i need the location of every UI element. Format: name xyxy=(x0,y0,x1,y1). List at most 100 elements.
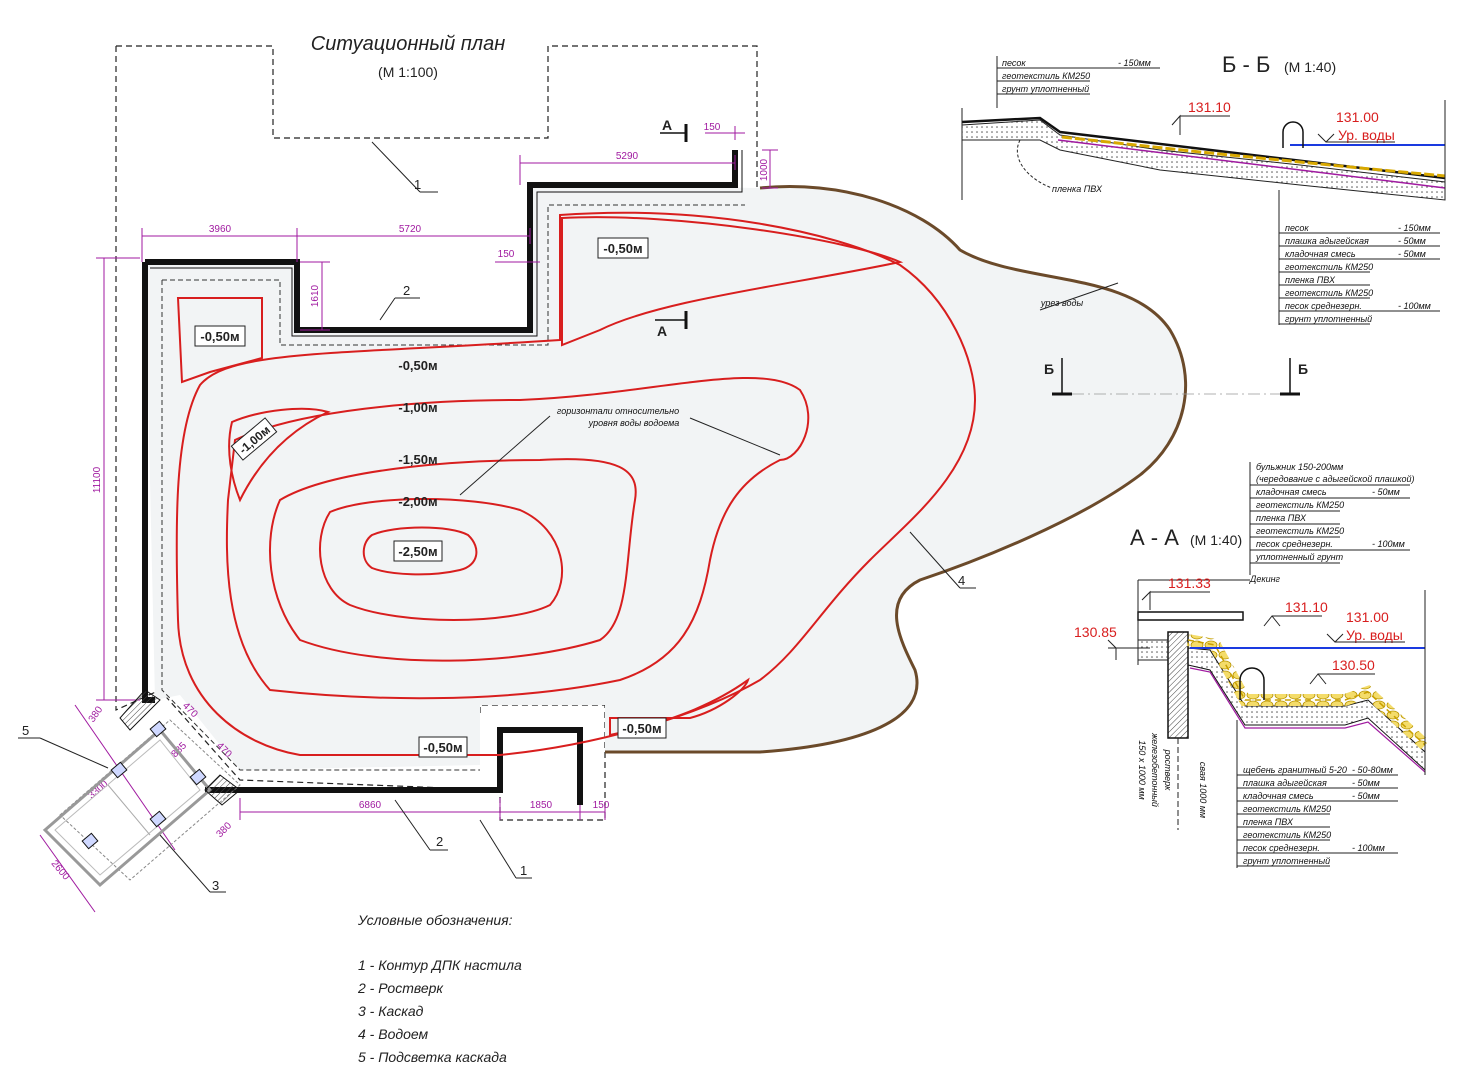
section-bb: Б - Б (М 1:40) песок - 150мм геотекстиль… xyxy=(961,52,1446,325)
dim-11100: 11100 xyxy=(92,466,103,493)
dim-1610: 1610 xyxy=(310,284,321,307)
bb-layer-3-name: кладочная смесь xyxy=(1285,249,1356,259)
aa-layer-3-value: - 50мм xyxy=(1352,791,1380,801)
bb-layer-5-name: пленка ПВХ xyxy=(1285,275,1336,285)
dim-1000: 1000 xyxy=(759,158,770,181)
section-aa-title: А - А xyxy=(1130,525,1179,550)
contour-050-topright xyxy=(561,216,904,347)
bb-elev-water: 131.00 xyxy=(1336,109,1379,125)
contour-100-left xyxy=(228,407,331,503)
contour-050-topleft xyxy=(176,297,263,384)
aa-pile-label: свая 1000 мм xyxy=(1198,762,1208,818)
aa-deck-label: Декинг xyxy=(1249,574,1281,584)
legend: Условные обозначения: 1 - Контур ДПК нас… xyxy=(357,912,522,1065)
aa-layer-8-name: грунт уплотненный xyxy=(1243,856,1330,866)
aa-grillage-label-1: ростверк xyxy=(1163,749,1173,792)
dim-1850: 1850 xyxy=(530,800,553,811)
aa-elev-water: 131.00 xyxy=(1346,609,1389,625)
dim-5720: 5720 xyxy=(399,224,422,235)
aa-layer-7-value: - 100мм xyxy=(1352,843,1385,853)
aa-elev-ground-left: 130.85 xyxy=(1074,624,1117,640)
aa-layer-3-name: кладочная смесь xyxy=(1243,791,1314,801)
aa-elev-deck: 131.33 xyxy=(1168,575,1211,591)
aa-top-layer-7-name: песок среднезерн. xyxy=(1256,539,1333,549)
waterline-leader xyxy=(1039,282,1119,311)
section-mark-a-top: А xyxy=(662,117,672,133)
pond-inner-edge xyxy=(161,204,745,771)
aa-top-layer-2-name: (чередование с адыгейской плашкой) xyxy=(1256,474,1415,484)
contour-250 xyxy=(362,526,478,576)
callout-2-bottom: 2 xyxy=(436,834,443,849)
waterline xyxy=(605,185,1188,754)
contour-label-050-bottom: -0,50м xyxy=(423,740,462,755)
callout-1-bottom: 1 xyxy=(520,863,527,878)
light-icon xyxy=(110,761,128,779)
dim-150-bottom: 150 xyxy=(593,800,610,811)
aa-grillage-label-2: железобетонный xyxy=(1150,732,1160,807)
section-aa-scale: (М 1:40) xyxy=(1190,532,1242,548)
light-icon xyxy=(149,720,167,738)
section-mark-b-right: Б xyxy=(1298,361,1308,377)
light-icon xyxy=(81,832,99,850)
contour-150 xyxy=(268,458,637,662)
aa-elev-ground: 131.10 xyxy=(1285,599,1328,615)
aa-top-layer-7-value: - 100мм xyxy=(1372,539,1405,549)
aa-layer-2-name: плашка адыгейская xyxy=(1243,778,1327,788)
depth-contours xyxy=(175,211,977,756)
callouts xyxy=(18,141,976,893)
bb-top-layer-1-name: песок xyxy=(1002,58,1026,68)
aa-top-layer-1-name: бульжник 150-200мм xyxy=(1256,462,1343,472)
contour-label-050-right: -0,50м xyxy=(622,721,661,736)
bb-film-label: пленка ПВХ xyxy=(1052,184,1103,194)
bb-layer-2-value: - 50мм xyxy=(1398,236,1426,246)
light-icon xyxy=(149,810,167,828)
bb-top-layer-2-name: геотекстиль КМ250 xyxy=(1002,71,1090,81)
horizontals-note-2: уровня воды водоема xyxy=(588,418,680,428)
aa-top-layer-3-name: кладочная смесь xyxy=(1256,487,1327,497)
callout-1-top: 1 xyxy=(414,177,421,192)
contour-label-050-mid: -0,50м xyxy=(398,358,437,373)
contour-label-100: -1,00м xyxy=(398,400,437,415)
bb-layer-7-value: - 100мм xyxy=(1398,301,1431,311)
legend-item-4: 4 - Водоем xyxy=(358,1026,429,1042)
contour-050-main xyxy=(175,211,977,756)
contour-labels: -0,50м -0,50м -0,50м -1,00м -1,00м -1,50… xyxy=(194,237,667,758)
legend-item-3: 3 - Каскад xyxy=(358,1003,424,1019)
bb-layer-6-name: геотекстиль КМ250 xyxy=(1285,288,1373,298)
aa-water-label: Ур. воды xyxy=(1346,627,1403,643)
aa-top-layer-5-name: пленка ПВХ xyxy=(1256,513,1307,523)
dim-3960: 3960 xyxy=(209,224,232,235)
horizontals-leader-2 xyxy=(689,417,781,456)
dim-150-mid: 150 xyxy=(498,249,515,260)
bb-layer-1-value: - 150мм xyxy=(1398,223,1431,233)
dim-6860: 6860 xyxy=(359,800,382,811)
aa-layer-7-name: песок среднезерн. xyxy=(1243,843,1320,853)
aa-top-layer-4-name: геотекстиль КМ250 xyxy=(1256,500,1344,510)
contour-label-050-left: -0,50м xyxy=(200,329,239,344)
bb-elev-ground: 131.10 xyxy=(1188,99,1231,115)
contour-100 xyxy=(225,377,810,700)
contour-label-050-top: -0,50м xyxy=(603,241,642,256)
aa-elev-bottom: 130.50 xyxy=(1332,657,1375,673)
plan-title: Ситуационный план xyxy=(311,33,505,55)
bb-bottom-layers: песок - 150мм плашка адыгейская - 50мм к… xyxy=(1278,190,1440,325)
section-bb-title: Б - Б xyxy=(1222,52,1270,77)
section-mark-a-bottom: А xyxy=(657,323,667,339)
light-icon xyxy=(189,768,207,786)
aa-layer-5-name: пленка ПВХ xyxy=(1243,817,1294,827)
aa-top-layer-8-name: уплотненный грунт xyxy=(1255,552,1344,562)
legend-title: Условные обозначения: xyxy=(357,912,513,928)
callout-3: 3 xyxy=(212,878,219,893)
legend-item-2: 2 - Ростверк xyxy=(357,980,444,996)
aa-layer-1-value: - 50-80мм xyxy=(1352,765,1393,775)
callout-4: 4 xyxy=(958,573,965,588)
aa-top-layers: бульжник 150-200мм (чередование с адыгей… xyxy=(1249,462,1415,575)
dim-2600: 2600 xyxy=(49,858,72,882)
bb-layer-4-name: геотекстиль КМ250 xyxy=(1285,262,1373,272)
contour-label-150: -1,50м xyxy=(398,452,437,467)
callout-numbers: 1 2 2 1 3 4 5 xyxy=(22,177,965,893)
plan-scale: (М 1:100) xyxy=(378,64,438,80)
section-marks: А А Б Б xyxy=(655,117,1308,396)
bb-top-layers: песок - 150мм геотекстиль КМ250 грунт уп… xyxy=(996,56,1160,108)
grillage-inner xyxy=(150,150,743,337)
